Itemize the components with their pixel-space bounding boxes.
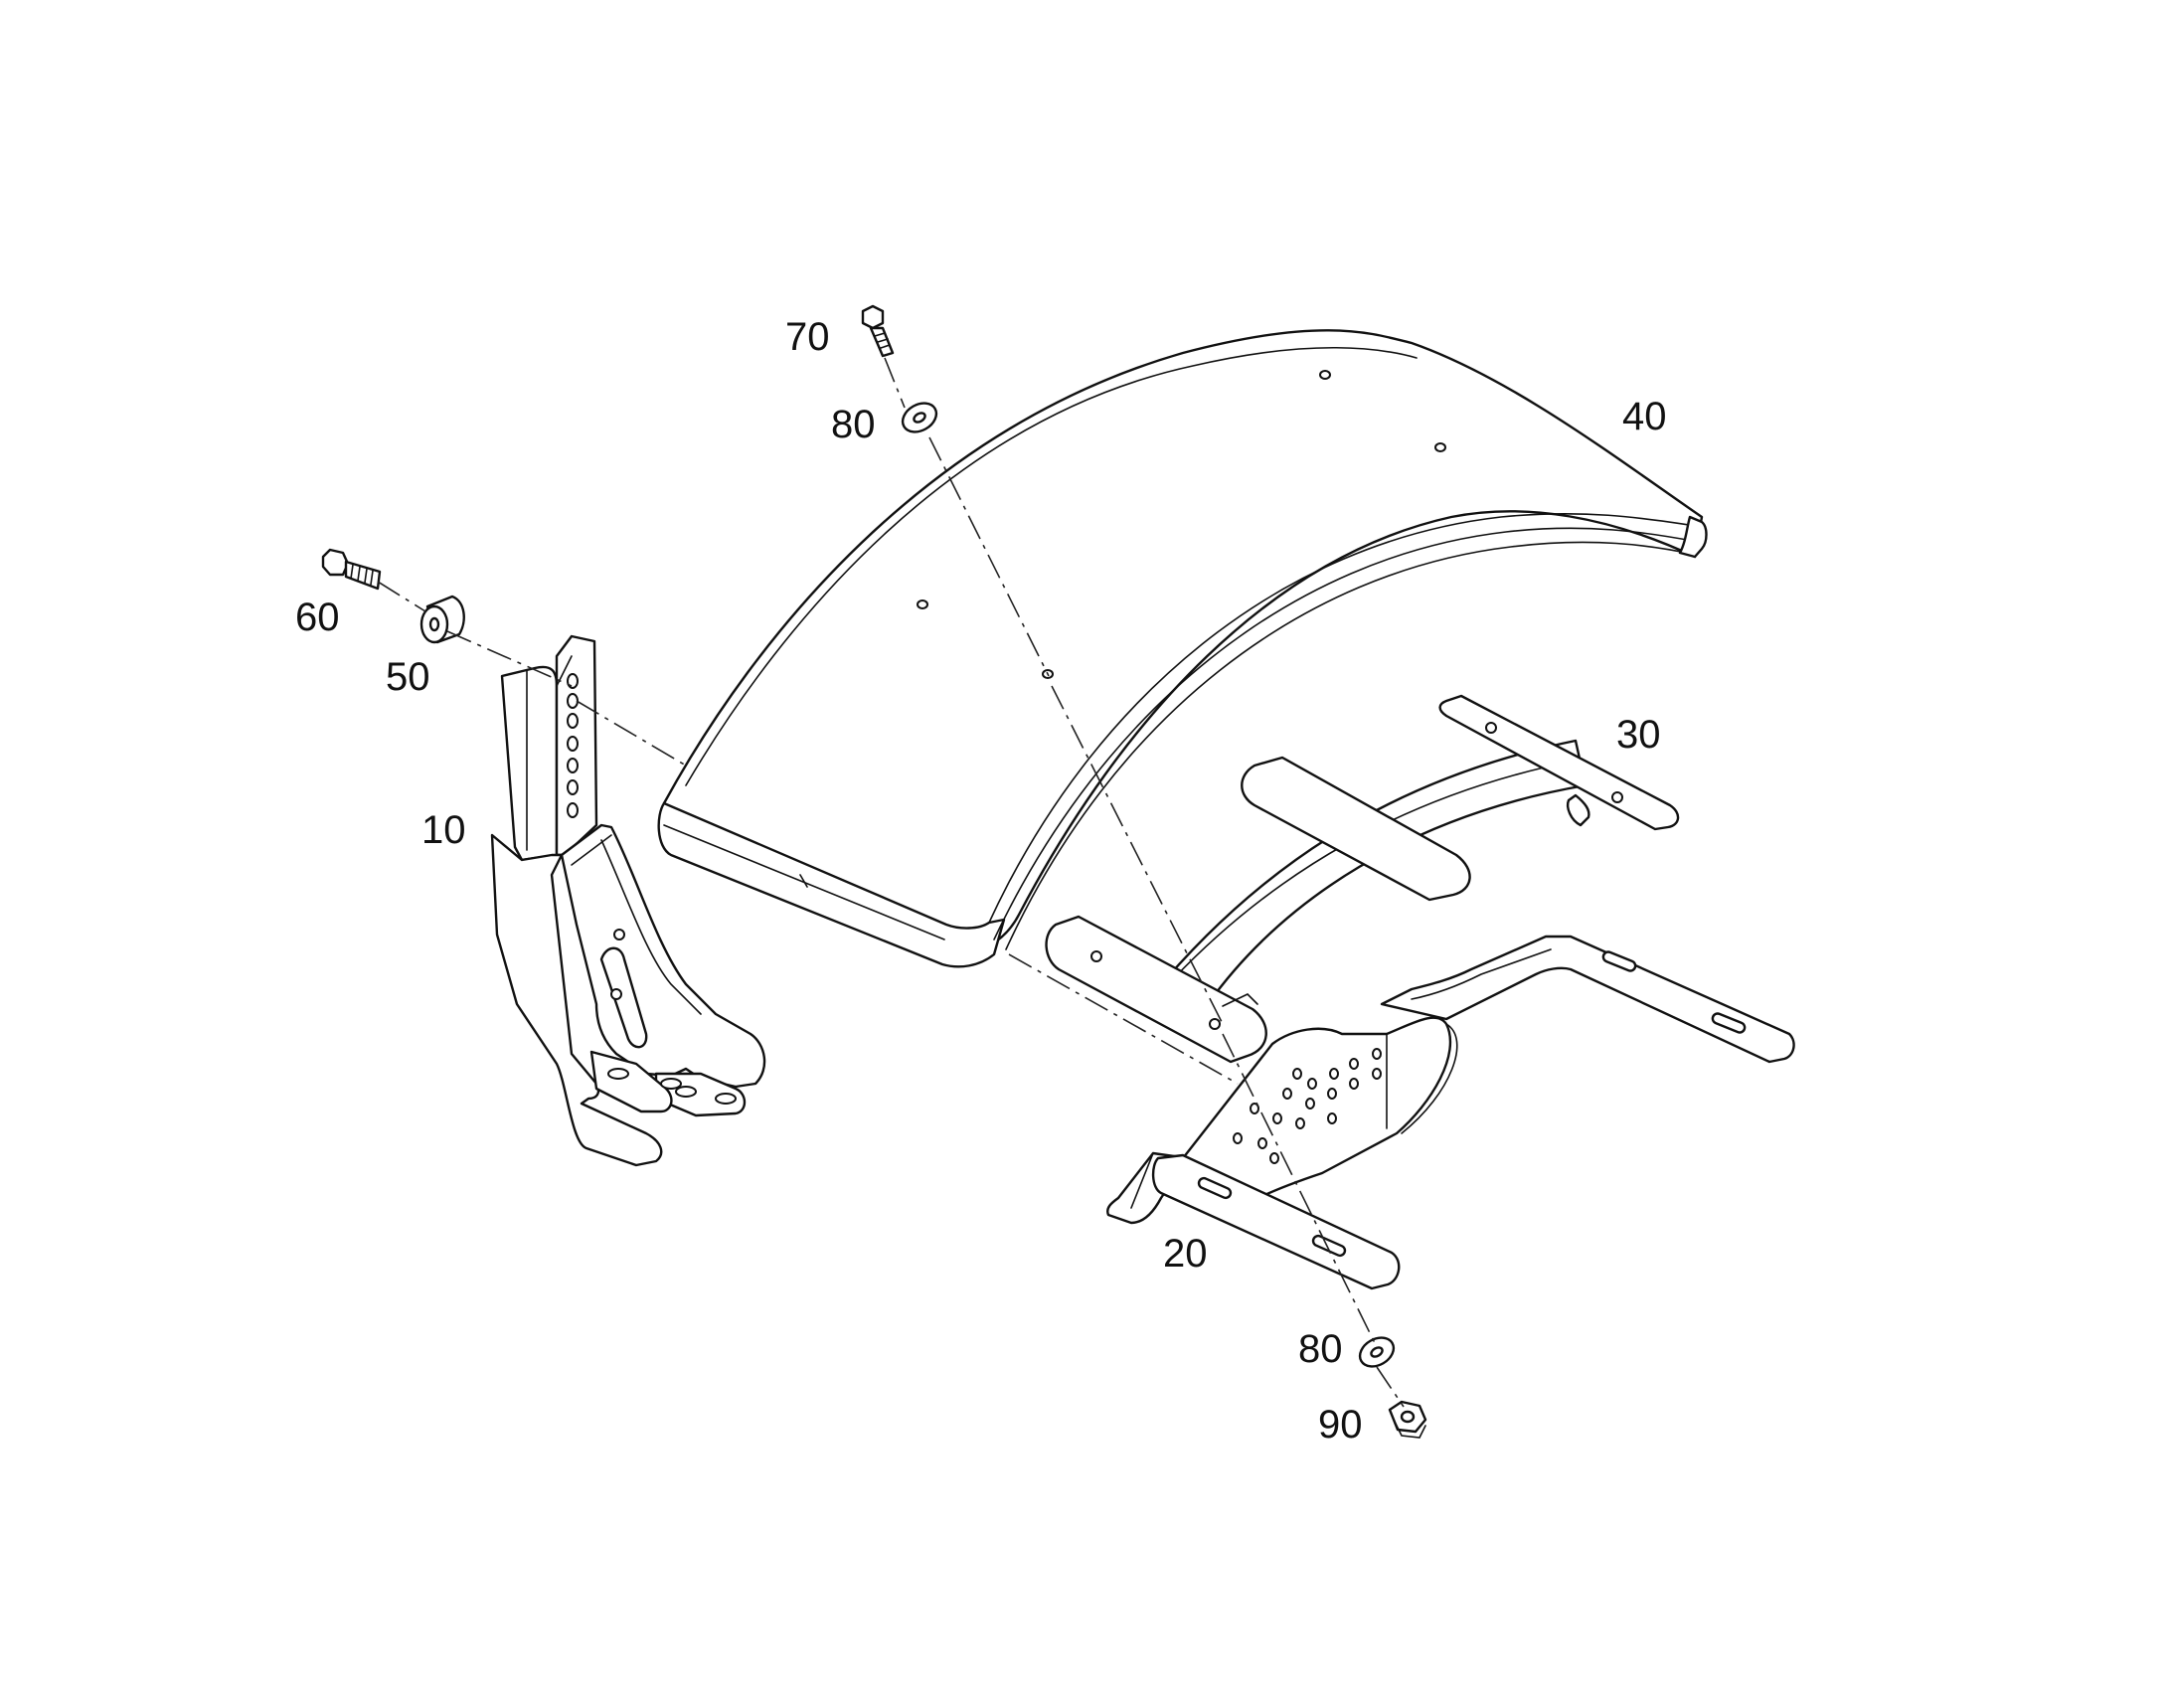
perforation-holes	[1233, 1048, 1382, 1164]
part-70-bolt	[861, 304, 895, 358]
part-80-washer-bottom	[1358, 1336, 1396, 1368]
bracket-holes	[567, 673, 579, 818]
part-40-fender	[657, 329, 1708, 968]
callout-labels: 70 80 40 60 50 30 10 20 80 90	[295, 315, 1667, 1447]
callout-50: 50	[386, 655, 430, 699]
callout-10: 10	[421, 808, 466, 852]
part-50-spacer	[419, 595, 465, 644]
callout-80-bottom: 80	[1298, 1327, 1343, 1371]
callout-60: 60	[295, 596, 340, 639]
callout-90: 90	[1318, 1403, 1363, 1447]
callout-80-top: 80	[831, 403, 876, 446]
part-80-washer-top	[901, 402, 938, 433]
callout-70: 70	[785, 315, 830, 359]
part-30-support-arc	[1045, 694, 1680, 1064]
assembly-center-lines	[377, 357, 1405, 1408]
part-20-lower-bracket	[1106, 935, 1795, 1290]
part-60-bolt	[321, 548, 382, 591]
part-10-upright-bracket	[490, 634, 766, 1167]
callout-40: 40	[1622, 395, 1667, 438]
callout-30: 30	[1616, 713, 1661, 757]
callout-20: 20	[1163, 1232, 1208, 1276]
part-90-nut	[1388, 1400, 1427, 1439]
